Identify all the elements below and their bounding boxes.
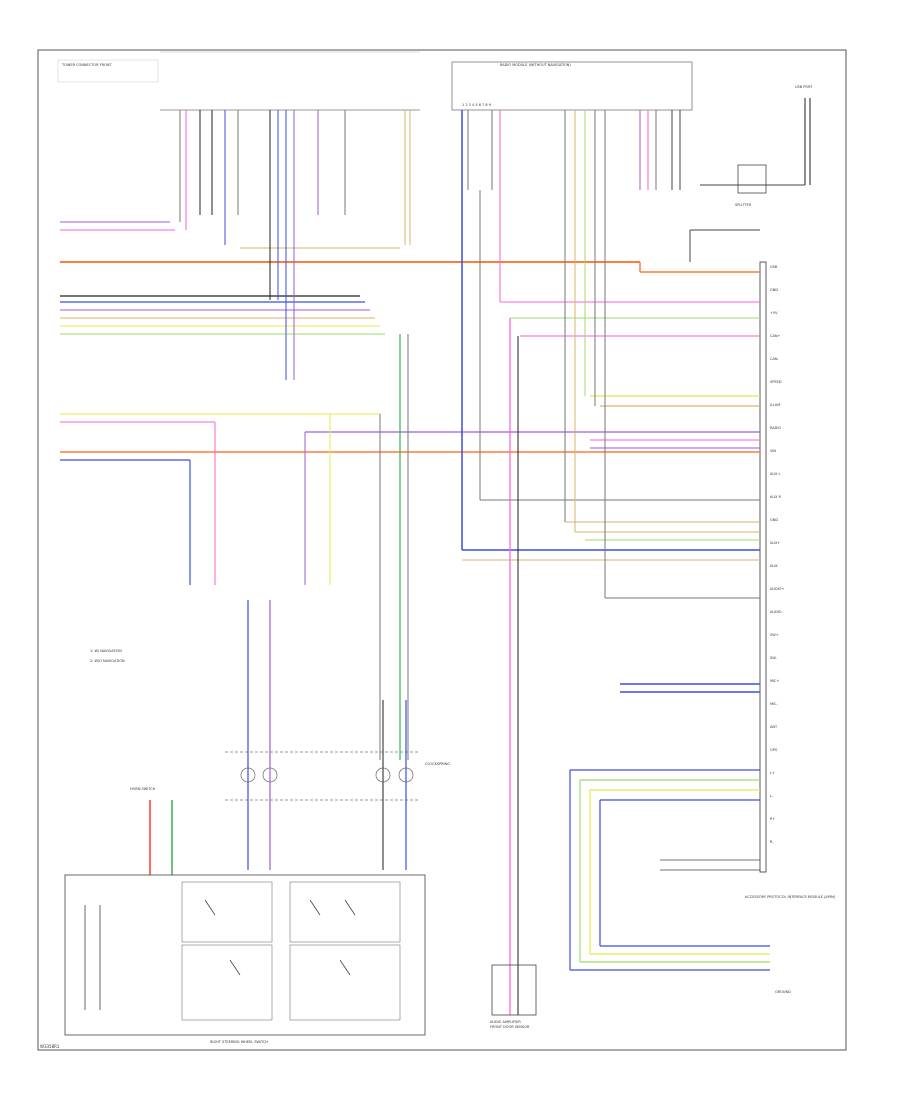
harness-wires-left	[60, 221, 760, 461]
pin-label: AUDIO+	[770, 587, 784, 591]
svg-text:TOWER CONNECTOR FRONT: TOWER CONNECTOR FRONT	[61, 63, 112, 67]
pin-label: +5V	[770, 311, 778, 315]
svg-text:2: W/O NAVIGATION: 2: W/O NAVIGATION	[90, 659, 125, 663]
pin-label: AUX R	[770, 495, 781, 499]
svg-text:RIGHT STEERING WHEEL SWITCH: RIGHT STEERING WHEEL SWITCH	[210, 1040, 268, 1044]
pin-label: AUDIO-	[770, 610, 784, 614]
pin-label: USB	[770, 265, 778, 269]
pin-label: GND	[770, 288, 778, 292]
svg-text:SPLITTER: SPLITTER	[735, 203, 752, 207]
pin-label: R+	[770, 817, 775, 821]
pin-label: CAN-	[770, 357, 779, 361]
apim-module: ACCESSORY PROTOCOL INTERFACE MODULE (API…	[745, 261, 836, 994]
svg-text:HORN SWITCH: HORN SWITCH	[130, 787, 156, 791]
svg-text:FRONT DOOR SENSOR: FRONT DOOR SENSOR	[490, 1025, 530, 1029]
clockspring: CLOCKSPRING	[225, 600, 450, 870]
svg-text:CLOCKSPRING: CLOCKSPRING	[425, 762, 450, 766]
pin-label: L-	[770, 794, 774, 798]
vertical-wires-center	[189, 110, 760, 1015]
pin-label: MIC-	[770, 702, 778, 706]
right-steering-wheel-switch: RIGHT STEERING WHEEL SWITCH	[64, 874, 426, 1044]
pin-label: SW+	[770, 633, 779, 637]
tower-connector-front: TOWER CONNECTOR FRONT	[57, 51, 420, 111]
pin-label: R-	[770, 840, 774, 844]
svg-text:1 2 3 4 5 6 7 8 9: 1 2 3 4 5 6 7 8 9	[462, 103, 491, 107]
usb-port: USB PORT	[700, 85, 813, 186]
svg-text:USB PORT: USB PORT	[795, 85, 813, 89]
svg-text:ACCESSORY PROTOCOL INTERFACE M: ACCESSORY PROTOCOL INTERFACE MODULE (API…	[745, 895, 836, 899]
pin-label: CAN+	[770, 334, 780, 338]
pin-label: AUX+	[770, 541, 780, 545]
pin-label: GPS	[770, 748, 778, 752]
radio-module: RADIO MODULE (WITHOUT NAVIGATION) 1 2 3 …	[451, 61, 693, 111]
svg-text:GROUND: GROUND	[775, 990, 791, 994]
right-pin-labels: USB GND +5V CAN+ CAN- SPEED ILLUM RADIO VIN AUX L…	[770, 265, 784, 844]
legend: 1: W/ NAVIGATION 2: W/O NAVIGATION	[90, 649, 125, 663]
vertical-wires-top	[179, 110, 411, 380]
pin-label: SW-	[770, 656, 778, 660]
horn-switch: HORN SWITCH	[130, 787, 173, 875]
svg-text:AUDIO AMPLIFIER: AUDIO AMPLIFIER	[490, 1020, 521, 1024]
pin-label: VIN	[770, 449, 776, 453]
harness-wires-right	[462, 271, 760, 693]
svg-text:RADIO MODULE (WITHOUT NAVIGATI: RADIO MODULE (WITHOUT NAVIGATION)	[500, 63, 571, 67]
pin-label: SPEED	[770, 380, 782, 384]
pin-label: GND	[770, 518, 778, 522]
pin-label: AUX L	[770, 472, 780, 476]
pin-label: RADIO	[770, 426, 781, 430]
pin-label: ILLUM	[770, 403, 780, 407]
svg-text:1: W/ NAVIGATION: 1: W/ NAVIGATION	[90, 649, 122, 653]
pin-label: AUX-	[770, 564, 779, 568]
diagram-border	[37, 49, 847, 1051]
lower-right-bus	[569, 769, 770, 971]
pin-label: L+	[770, 771, 775, 775]
figure-code: W3358R1	[40, 1044, 60, 1049]
audio-amplifier: AUDIO AMPLIFIER FRONT DOOR SENSOR	[490, 964, 537, 1029]
pin-label: MIC+	[770, 679, 779, 683]
pin-label: ANT	[770, 725, 778, 729]
splitter: SPLITTER	[735, 164, 767, 207]
